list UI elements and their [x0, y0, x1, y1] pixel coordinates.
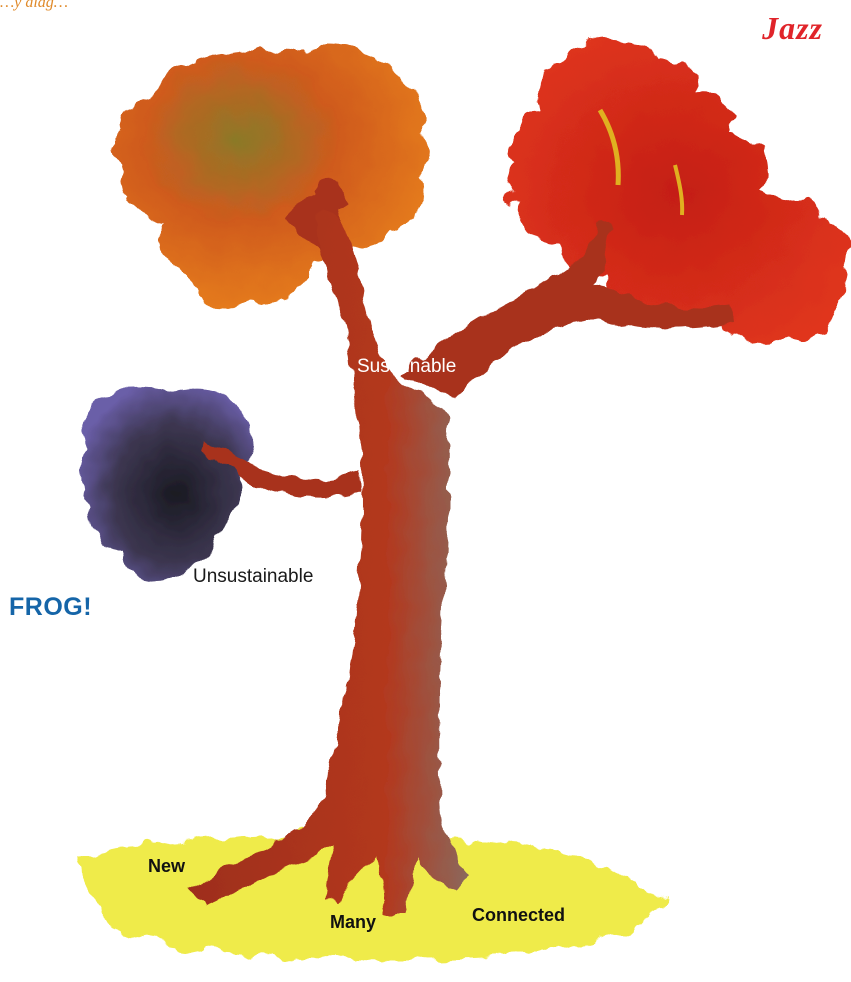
label-unsustainable: Unsustainable: [193, 566, 313, 588]
canopy-orange: [115, 48, 425, 307]
root-label-new: New: [148, 856, 185, 877]
root-label-many: Many: [330, 912, 376, 933]
canopy-dark: [81, 389, 253, 581]
label-frog: FROG!: [9, 593, 92, 622]
label-sustainable: Sustainable: [357, 356, 456, 378]
title-jazz: Jazz: [762, 10, 823, 47]
root-label-connected: Connected: [472, 905, 565, 926]
top-caption: …y diag…: [0, 0, 68, 12]
